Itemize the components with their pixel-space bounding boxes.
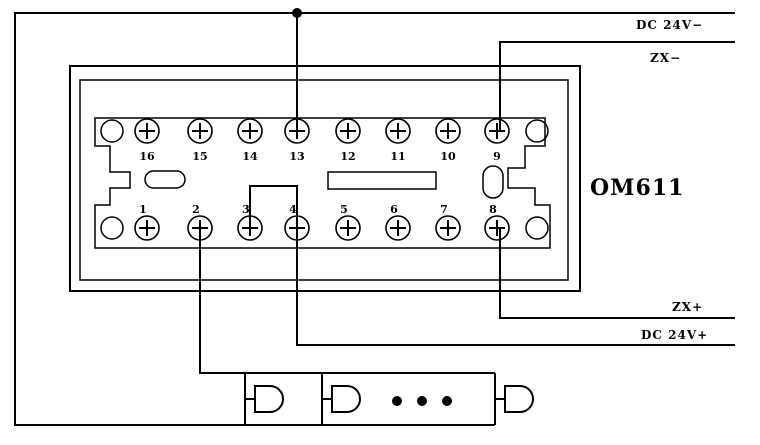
terminal-block-outline bbox=[94, 117, 551, 249]
label-window bbox=[327, 171, 437, 190]
terminal-number-1: 1 bbox=[139, 203, 147, 216]
wire-zx-pos bbox=[499, 228, 735, 319]
terminal-number-5: 5 bbox=[340, 203, 348, 216]
terminal-number-10: 10 bbox=[440, 150, 456, 163]
top-terminal-numbers: 16 15 14 13 12 11 10 9 bbox=[139, 150, 500, 163]
terminal-number-13: 13 bbox=[289, 150, 304, 163]
terminal-screw-11 bbox=[385, 118, 411, 144]
oval-slot-left bbox=[144, 170, 186, 189]
wire-dc-pos bbox=[296, 228, 735, 346]
model-label: OM611 bbox=[590, 175, 684, 201]
terminal-screw-15 bbox=[187, 118, 213, 144]
terminal-screw-6 bbox=[385, 215, 411, 241]
module-outer-frame bbox=[69, 65, 581, 292]
terminal-number-7: 7 bbox=[440, 203, 448, 216]
ellipsis-dots bbox=[392, 396, 452, 406]
mount-hole-bottom-right bbox=[525, 216, 549, 240]
sensor-2 bbox=[322, 385, 361, 413]
terminal-number-6: 6 bbox=[390, 203, 398, 216]
wire-dc-neg-bus bbox=[14, 12, 735, 426]
bottom-terminal-row bbox=[134, 215, 510, 241]
terminal-number-14: 14 bbox=[242, 150, 258, 163]
terminal-screw-12 bbox=[335, 118, 361, 144]
jumper-3-4 bbox=[249, 185, 298, 228]
terminal-screw-7 bbox=[435, 215, 461, 241]
terminal-number-11: 11 bbox=[390, 150, 405, 163]
top-terminal-row bbox=[134, 118, 510, 144]
label-zx-pos: ZX+ bbox=[672, 300, 703, 314]
sensors bbox=[245, 385, 534, 413]
terminal-screw-8 bbox=[484, 215, 510, 241]
terminal-number-2: 2 bbox=[192, 203, 200, 216]
terminal-screw-1 bbox=[134, 215, 160, 241]
oval-slot-right bbox=[482, 165, 504, 199]
terminal-screw-9 bbox=[484, 118, 510, 144]
sensor-1 bbox=[245, 385, 284, 413]
terminal-number-3: 3 bbox=[242, 203, 250, 216]
module-inner-frame bbox=[79, 79, 569, 281]
wire-zx-neg bbox=[499, 41, 735, 131]
terminal-number-12: 12 bbox=[340, 150, 355, 163]
mount-hole-top-left bbox=[100, 119, 124, 143]
bottom-terminal-numbers: 1 2 3 4 5 6 7 8 bbox=[139, 203, 497, 216]
terminal-screw-14 bbox=[237, 118, 263, 144]
terminal-number-8: 8 bbox=[489, 203, 497, 216]
label-zx-neg: ZX− bbox=[650, 51, 681, 65]
terminal-screw-16 bbox=[134, 118, 160, 144]
mount-hole-bottom-left bbox=[100, 216, 124, 240]
terminal-screw-5 bbox=[335, 215, 361, 241]
terminal-number-4: 4 bbox=[289, 203, 297, 216]
mount-hole-top-right bbox=[525, 119, 549, 143]
sensor-3 bbox=[495, 385, 534, 413]
terminal-screw-10 bbox=[435, 118, 461, 144]
wires bbox=[14, 12, 735, 426]
terminal-number-15: 15 bbox=[192, 150, 207, 163]
label-dc-neg: DC 24V− bbox=[636, 18, 703, 32]
terminal-number-9: 9 bbox=[493, 150, 501, 163]
junction-dot bbox=[292, 8, 302, 18]
wire-terminal-2 bbox=[199, 228, 495, 374]
label-dc-pos: DC 24V+ bbox=[641, 328, 708, 342]
terminal-number-16: 16 bbox=[139, 150, 155, 163]
